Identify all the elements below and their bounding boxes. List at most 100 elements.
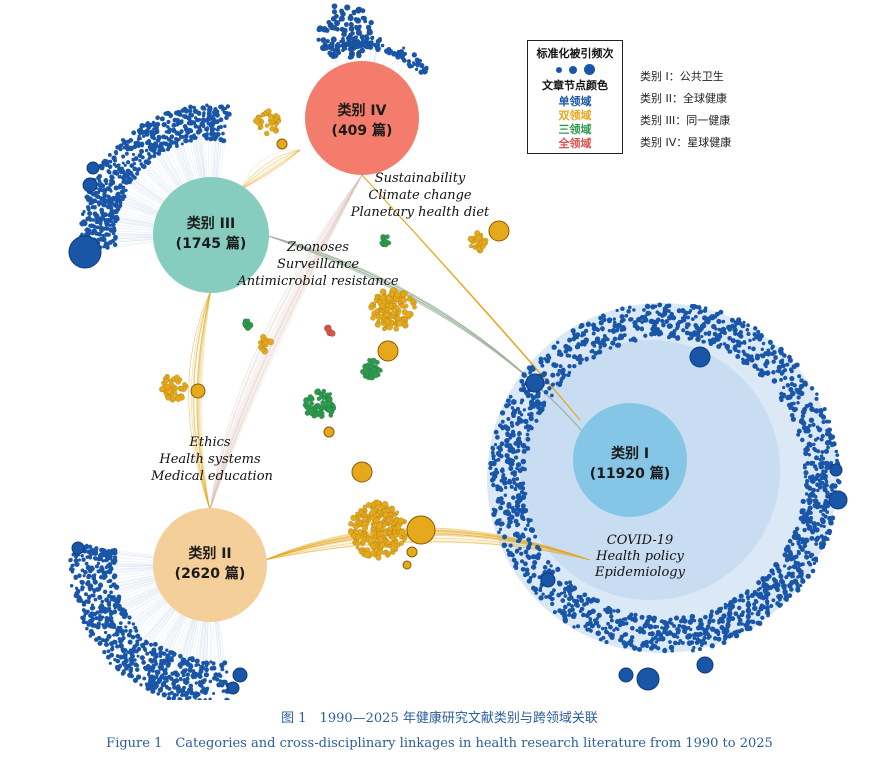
node-mixed: [383, 238, 389, 244]
node-single: [764, 359, 770, 366]
node-single: [735, 343, 740, 348]
node-single-large: [829, 463, 843, 477]
node-single: [549, 590, 555, 596]
node-single: [180, 142, 184, 146]
node-single: [521, 448, 527, 454]
node-single: [97, 588, 101, 592]
node-mixed: [382, 322, 387, 327]
node-mixed: [390, 547, 395, 553]
node-single: [822, 524, 826, 529]
node-single: [82, 222, 87, 227]
node-single: [575, 603, 580, 608]
node-mixed: [316, 403, 322, 409]
node-mixed: [348, 22, 355, 28]
figure-caption-en: Figure 1 Categories and cross-disciplina…: [106, 736, 773, 751]
node-single: [88, 612, 94, 619]
node-single: [505, 432, 510, 437]
node-single: [152, 147, 157, 152]
node-single: [595, 616, 599, 621]
node-single: [91, 576, 97, 581]
node-single: [406, 59, 412, 64]
node-single: [218, 679, 223, 684]
node-single: [692, 645, 696, 650]
node-single: [528, 575, 533, 580]
node-single: [519, 401, 523, 405]
node-single: [188, 683, 194, 689]
node-single: [829, 434, 836, 440]
node-single: [604, 626, 608, 630]
category-hubs: 类别 I (11920 篇) 类别 II (2620 篇) 类别 III (17…: [153, 61, 687, 622]
node-single: [204, 667, 209, 673]
node-single: [614, 343, 620, 348]
node-single: [119, 628, 125, 635]
node-single: [533, 534, 538, 539]
node-single: [612, 609, 616, 613]
node-single: [769, 603, 774, 608]
node-single: [600, 337, 607, 344]
node-single: [706, 636, 711, 640]
node-single: [81, 620, 86, 625]
node-mixed: [330, 36, 337, 43]
node-single: [604, 640, 609, 645]
node-single: [195, 692, 200, 698]
node-single: [790, 416, 796, 422]
node-single: [488, 466, 493, 471]
links-iv-i: [361, 174, 581, 421]
node-single: [557, 368, 562, 373]
node-single: [750, 592, 756, 598]
node-single-large: [226, 681, 240, 695]
node-single: [80, 585, 85, 590]
node-single: [811, 557, 815, 562]
node-mixed: [316, 26, 322, 33]
node-single: [828, 531, 832, 536]
node-single-large: [71, 541, 85, 555]
node-single: [85, 555, 89, 559]
node-single: [219, 663, 225, 669]
node-single: [791, 364, 797, 370]
node-single: [214, 119, 219, 124]
node-mixed: [385, 517, 391, 523]
node-single: [797, 562, 803, 567]
node-single: [572, 363, 577, 369]
node-single: [178, 654, 183, 659]
node-single: [212, 676, 217, 681]
node-single: [622, 333, 627, 338]
node-single: [581, 612, 586, 618]
node-single: [802, 380, 808, 387]
node-single: [807, 453, 812, 457]
node-single: [657, 302, 663, 308]
node-single: [804, 554, 810, 560]
node-single: [737, 605, 742, 611]
node-single: [580, 331, 586, 336]
node-single: [825, 537, 830, 541]
node-single: [127, 639, 133, 645]
node-single: [97, 616, 103, 622]
node-single: [639, 614, 645, 620]
node-single: [723, 602, 727, 607]
node-single: [189, 112, 195, 118]
node-single: [819, 480, 824, 485]
node-single: [776, 364, 783, 371]
node-single: [98, 605, 102, 610]
node-single: [716, 636, 722, 642]
node-mixed: [362, 521, 368, 527]
node-single: [695, 336, 701, 342]
node-mixed: [386, 551, 392, 556]
node-single: [563, 349, 569, 354]
node-single: [803, 463, 807, 467]
node-single: [197, 663, 201, 667]
node-mixed: [368, 19, 374, 26]
node-single: [107, 153, 112, 157]
node-mixed: [325, 401, 332, 408]
node-single: [80, 212, 85, 216]
node-single: [796, 549, 801, 554]
node-single: [568, 580, 572, 585]
node-single: [118, 638, 124, 643]
node-single: [557, 608, 563, 614]
node-single: [86, 575, 91, 580]
node-single: [136, 654, 140, 658]
node-single: [823, 500, 829, 507]
node-single: [522, 467, 527, 472]
node-single: [666, 315, 673, 321]
node-single: [121, 154, 126, 159]
